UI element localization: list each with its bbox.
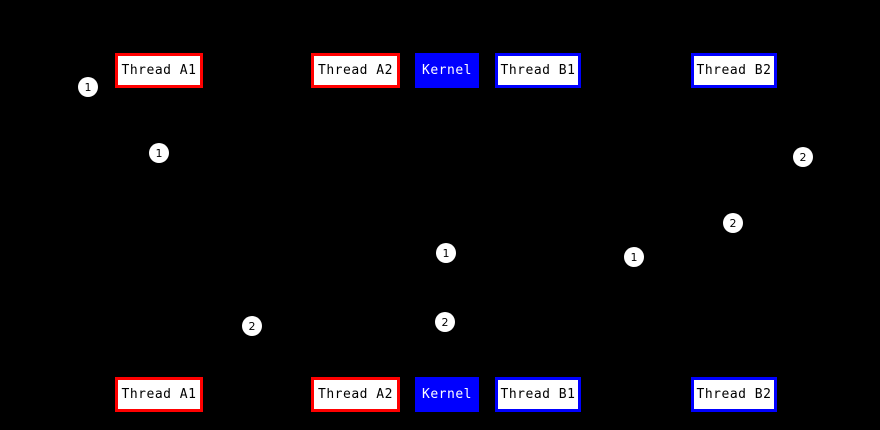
lifeline-notch-thread-b1-top (537, 88, 540, 92)
step-badge-2: 2 (435, 312, 455, 332)
lifeline-notch-kernel-bottom (446, 373, 449, 377)
step-badge-1: 1 (78, 77, 98, 97)
lifeline-thread-a2 (355, 88, 356, 377)
participant-footer-thread-b1[interactable]: Thread B1 (495, 377, 581, 412)
step-badge-2: 2 (723, 213, 743, 233)
participant-label: Thread B1 (500, 63, 576, 78)
participant-label: Thread A1 (121, 387, 197, 402)
message-m3 (734, 157, 756, 158)
participant-header-thread-b2[interactable]: Thread B2 (691, 53, 777, 88)
step-badge-2: 2 (242, 316, 262, 336)
participant-header-thread-b1[interactable]: Thread B1 (495, 53, 581, 88)
lifeline-notch-thread-a2-bottom (354, 373, 357, 377)
participant-footer-thread-a1[interactable]: Thread A1 (115, 377, 203, 412)
step-badge-1: 1 (436, 243, 456, 263)
message-m4 (734, 223, 756, 224)
participant-footer-thread-a2[interactable]: Thread A2 (311, 377, 400, 412)
step-badge-1: 1 (624, 247, 644, 267)
lifeline-notch-thread-a1-bottom (158, 373, 161, 377)
participant-footer-thread-b2[interactable]: Thread B2 (691, 377, 777, 412)
participant-header-thread-a1[interactable]: Thread A1 (115, 53, 203, 88)
participant-label: Thread B2 (696, 63, 772, 78)
lifeline-notch-thread-b2-top (733, 88, 736, 92)
participant-label: Thread B1 (500, 387, 576, 402)
message-m5 (447, 253, 469, 254)
participant-label: Thread A1 (121, 63, 197, 78)
participant-label: Thread A2 (318, 387, 393, 402)
lifeline-thread-b1 (538, 88, 539, 377)
participant-header-kernel[interactable]: Kernel (415, 53, 479, 88)
lifeline-notch-thread-b2-bottom (733, 373, 736, 377)
participant-header-thread-a2[interactable]: Thread A2 (311, 53, 400, 88)
lifeline-notch-thread-a2-top (354, 88, 357, 92)
participant-footer-kernel[interactable]: Kernel (415, 377, 479, 412)
participant-label: Thread B2 (696, 387, 772, 402)
lifeline-notch-thread-b1-bottom (537, 373, 540, 377)
participant-label: Kernel (422, 63, 472, 78)
step-badge-2: 2 (793, 147, 813, 167)
message-m7 (447, 322, 469, 323)
message-m2 (159, 153, 181, 154)
participant-label: Kernel (422, 387, 472, 402)
step-badge-1: 1 (149, 143, 169, 163)
lifeline-notch-kernel-top (446, 88, 449, 92)
lifeline-kernel (447, 88, 448, 377)
lifeline-thread-a1 (159, 88, 160, 377)
participant-label: Thread A2 (318, 63, 393, 78)
lifeline-notch-thread-a1-top (158, 88, 161, 92)
